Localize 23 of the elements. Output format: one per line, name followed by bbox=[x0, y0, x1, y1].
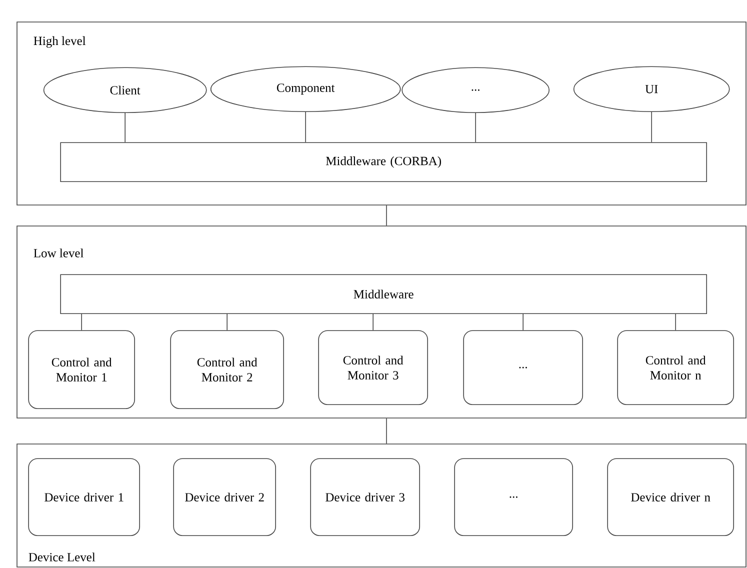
module-box: Control and Monitor n bbox=[617, 330, 734, 405]
module-box: Control and Monitor 3 bbox=[318, 330, 428, 405]
module-box: Device driver 1 bbox=[28, 458, 140, 536]
connector-line bbox=[305, 112, 306, 143]
module-box: Control and Monitor 1 bbox=[28, 330, 135, 409]
module-box: ... bbox=[463, 330, 583, 405]
middleware-box: Middleware bbox=[60, 274, 707, 314]
connector-line bbox=[372, 314, 374, 331]
connector-line bbox=[651, 112, 652, 143]
module-box: Device driver 2 bbox=[173, 458, 276, 536]
module-box: Device driver n bbox=[607, 458, 734, 536]
connector-line bbox=[386, 418, 387, 444]
module-box: Device driver 3 bbox=[310, 458, 420, 536]
module-box: ... bbox=[454, 458, 573, 536]
connector-line bbox=[386, 205, 387, 226]
connector-line bbox=[522, 314, 524, 331]
module-box: Control and Monitor 2 bbox=[170, 330, 284, 409]
connector-line bbox=[675, 314, 676, 331]
connector-line bbox=[81, 314, 82, 331]
connector-line bbox=[226, 314, 228, 331]
connector-line bbox=[124, 112, 126, 143]
middleware-box: Middleware (CORBA) bbox=[60, 142, 707, 182]
connector-line bbox=[475, 112, 476, 143]
